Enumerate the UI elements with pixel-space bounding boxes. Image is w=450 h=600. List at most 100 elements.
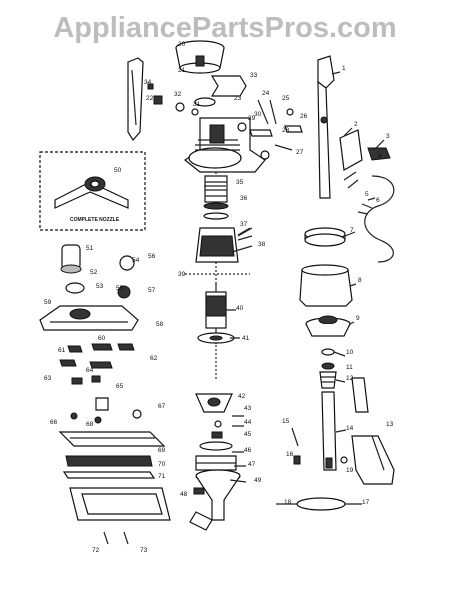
callout-62: 62 <box>150 355 158 362</box>
callout-28: 28 <box>282 127 290 134</box>
callout-3: 3 <box>386 133 390 140</box>
callout-10: 10 <box>346 349 354 356</box>
callout-56: 56 <box>148 253 156 260</box>
callout-57: 57 <box>148 287 156 294</box>
callout-61: 61 <box>58 347 66 354</box>
callout-24: 24 <box>262 90 270 97</box>
callout-46: 46 <box>244 447 252 454</box>
top-cap <box>175 40 225 74</box>
power-cord <box>357 175 395 263</box>
small-tube-parts <box>291 427 348 465</box>
callout-68: 68 <box>86 421 94 428</box>
callout-35: 35 <box>236 179 244 186</box>
callout-43: 43 <box>244 405 252 412</box>
callout-11: 11 <box>346 364 353 371</box>
brush-roll <box>62 455 156 479</box>
callout-34: 34 <box>144 79 152 86</box>
tool-holder <box>351 435 395 485</box>
callout-73: 73 <box>140 547 148 554</box>
callout-31: 31 <box>193 101 201 108</box>
callout-8: 8 <box>358 277 362 284</box>
leader-lines <box>204 71 385 483</box>
callout-58: 58 <box>156 321 164 328</box>
motor-field <box>195 227 253 263</box>
callout-72: 72 <box>92 547 100 554</box>
callout-13: 13 <box>386 421 394 428</box>
callout-40: 40 <box>236 305 244 312</box>
bottom-plate <box>69 487 171 521</box>
callout-51: 51 <box>86 245 94 252</box>
callout-41: 41 <box>242 335 250 342</box>
callout-2: 2 <box>354 121 358 128</box>
callout-50: 50 <box>114 167 122 174</box>
callout-53: 53 <box>96 283 104 290</box>
callout-29: 29 <box>248 115 256 122</box>
crevice-tool <box>351 377 369 413</box>
callout-6: 6 <box>376 197 380 204</box>
callout-54: 54 <box>132 257 140 264</box>
callout-38: 38 <box>258 241 266 248</box>
complete-nozzle-inset: COMPLETE NOZZLE <box>39 151 146 231</box>
callout-47: 47 <box>248 461 256 468</box>
exhaust-funnel <box>189 469 241 531</box>
callout-9: 9 <box>356 315 360 322</box>
callout-70: 70 <box>158 461 166 468</box>
callout-18: 18 <box>284 499 292 506</box>
callout-67: 67 <box>158 403 166 410</box>
lower-tube-rings <box>319 348 337 389</box>
callout-16: 16 <box>286 451 294 458</box>
left-handle <box>127 57 144 142</box>
callout-59: 59 <box>44 299 52 306</box>
callout-63: 63 <box>44 375 52 382</box>
assembly-guide-lines <box>185 172 250 380</box>
callout-32: 32 <box>174 91 182 98</box>
filter-ring <box>304 227 346 247</box>
callout-60: 60 <box>98 335 106 342</box>
armature <box>205 284 227 344</box>
nozzle-body <box>39 305 139 331</box>
callout-64: 64 <box>86 367 94 374</box>
motor-internals <box>203 175 229 220</box>
callout-33: 33 <box>250 72 258 79</box>
callout-30: 30 <box>254 111 262 118</box>
callout-48: 48 <box>180 491 188 498</box>
callout-37: 37 <box>240 221 248 228</box>
callout-52: 52 <box>90 269 98 276</box>
callout-12: 12 <box>346 375 354 382</box>
callout-36: 36 <box>240 195 248 202</box>
watermark-text: AppliancePartsPros.com <box>53 12 397 44</box>
callout-44: 44 <box>244 419 252 426</box>
callout-42: 42 <box>238 393 246 400</box>
nozzle-neck <box>60 244 82 274</box>
fan <box>197 332 235 344</box>
cup-lid <box>305 315 351 337</box>
callout-69: 69 <box>158 447 166 454</box>
adapter-parts <box>195 393 237 471</box>
drive-belt <box>276 497 362 511</box>
callout-7: 7 <box>350 227 354 234</box>
callout-49: 49 <box>254 477 262 484</box>
bottom-screws <box>103 531 129 545</box>
latch-bracket <box>194 75 247 107</box>
callout-19: 19 <box>346 467 354 474</box>
callout-25: 25 <box>282 95 290 102</box>
motor-housing <box>183 117 266 173</box>
handle-grip <box>317 55 335 199</box>
callout-17: 17 <box>362 499 370 506</box>
handle-switch <box>339 129 391 189</box>
callout-39: 39 <box>178 271 186 278</box>
callout-23: 23 <box>234 95 242 102</box>
callout-21: 21 <box>178 67 186 74</box>
callout-65: 65 <box>116 383 124 390</box>
nozzle-base-plate <box>58 431 166 447</box>
dirt-cup <box>299 264 353 307</box>
callout-5: 5 <box>365 191 369 198</box>
callout-15: 15 <box>282 418 290 425</box>
callout-14: 14 <box>346 425 354 432</box>
lower-tube <box>321 391 337 471</box>
right-small-parts <box>249 99 303 160</box>
callout-1: 1 <box>342 65 346 72</box>
